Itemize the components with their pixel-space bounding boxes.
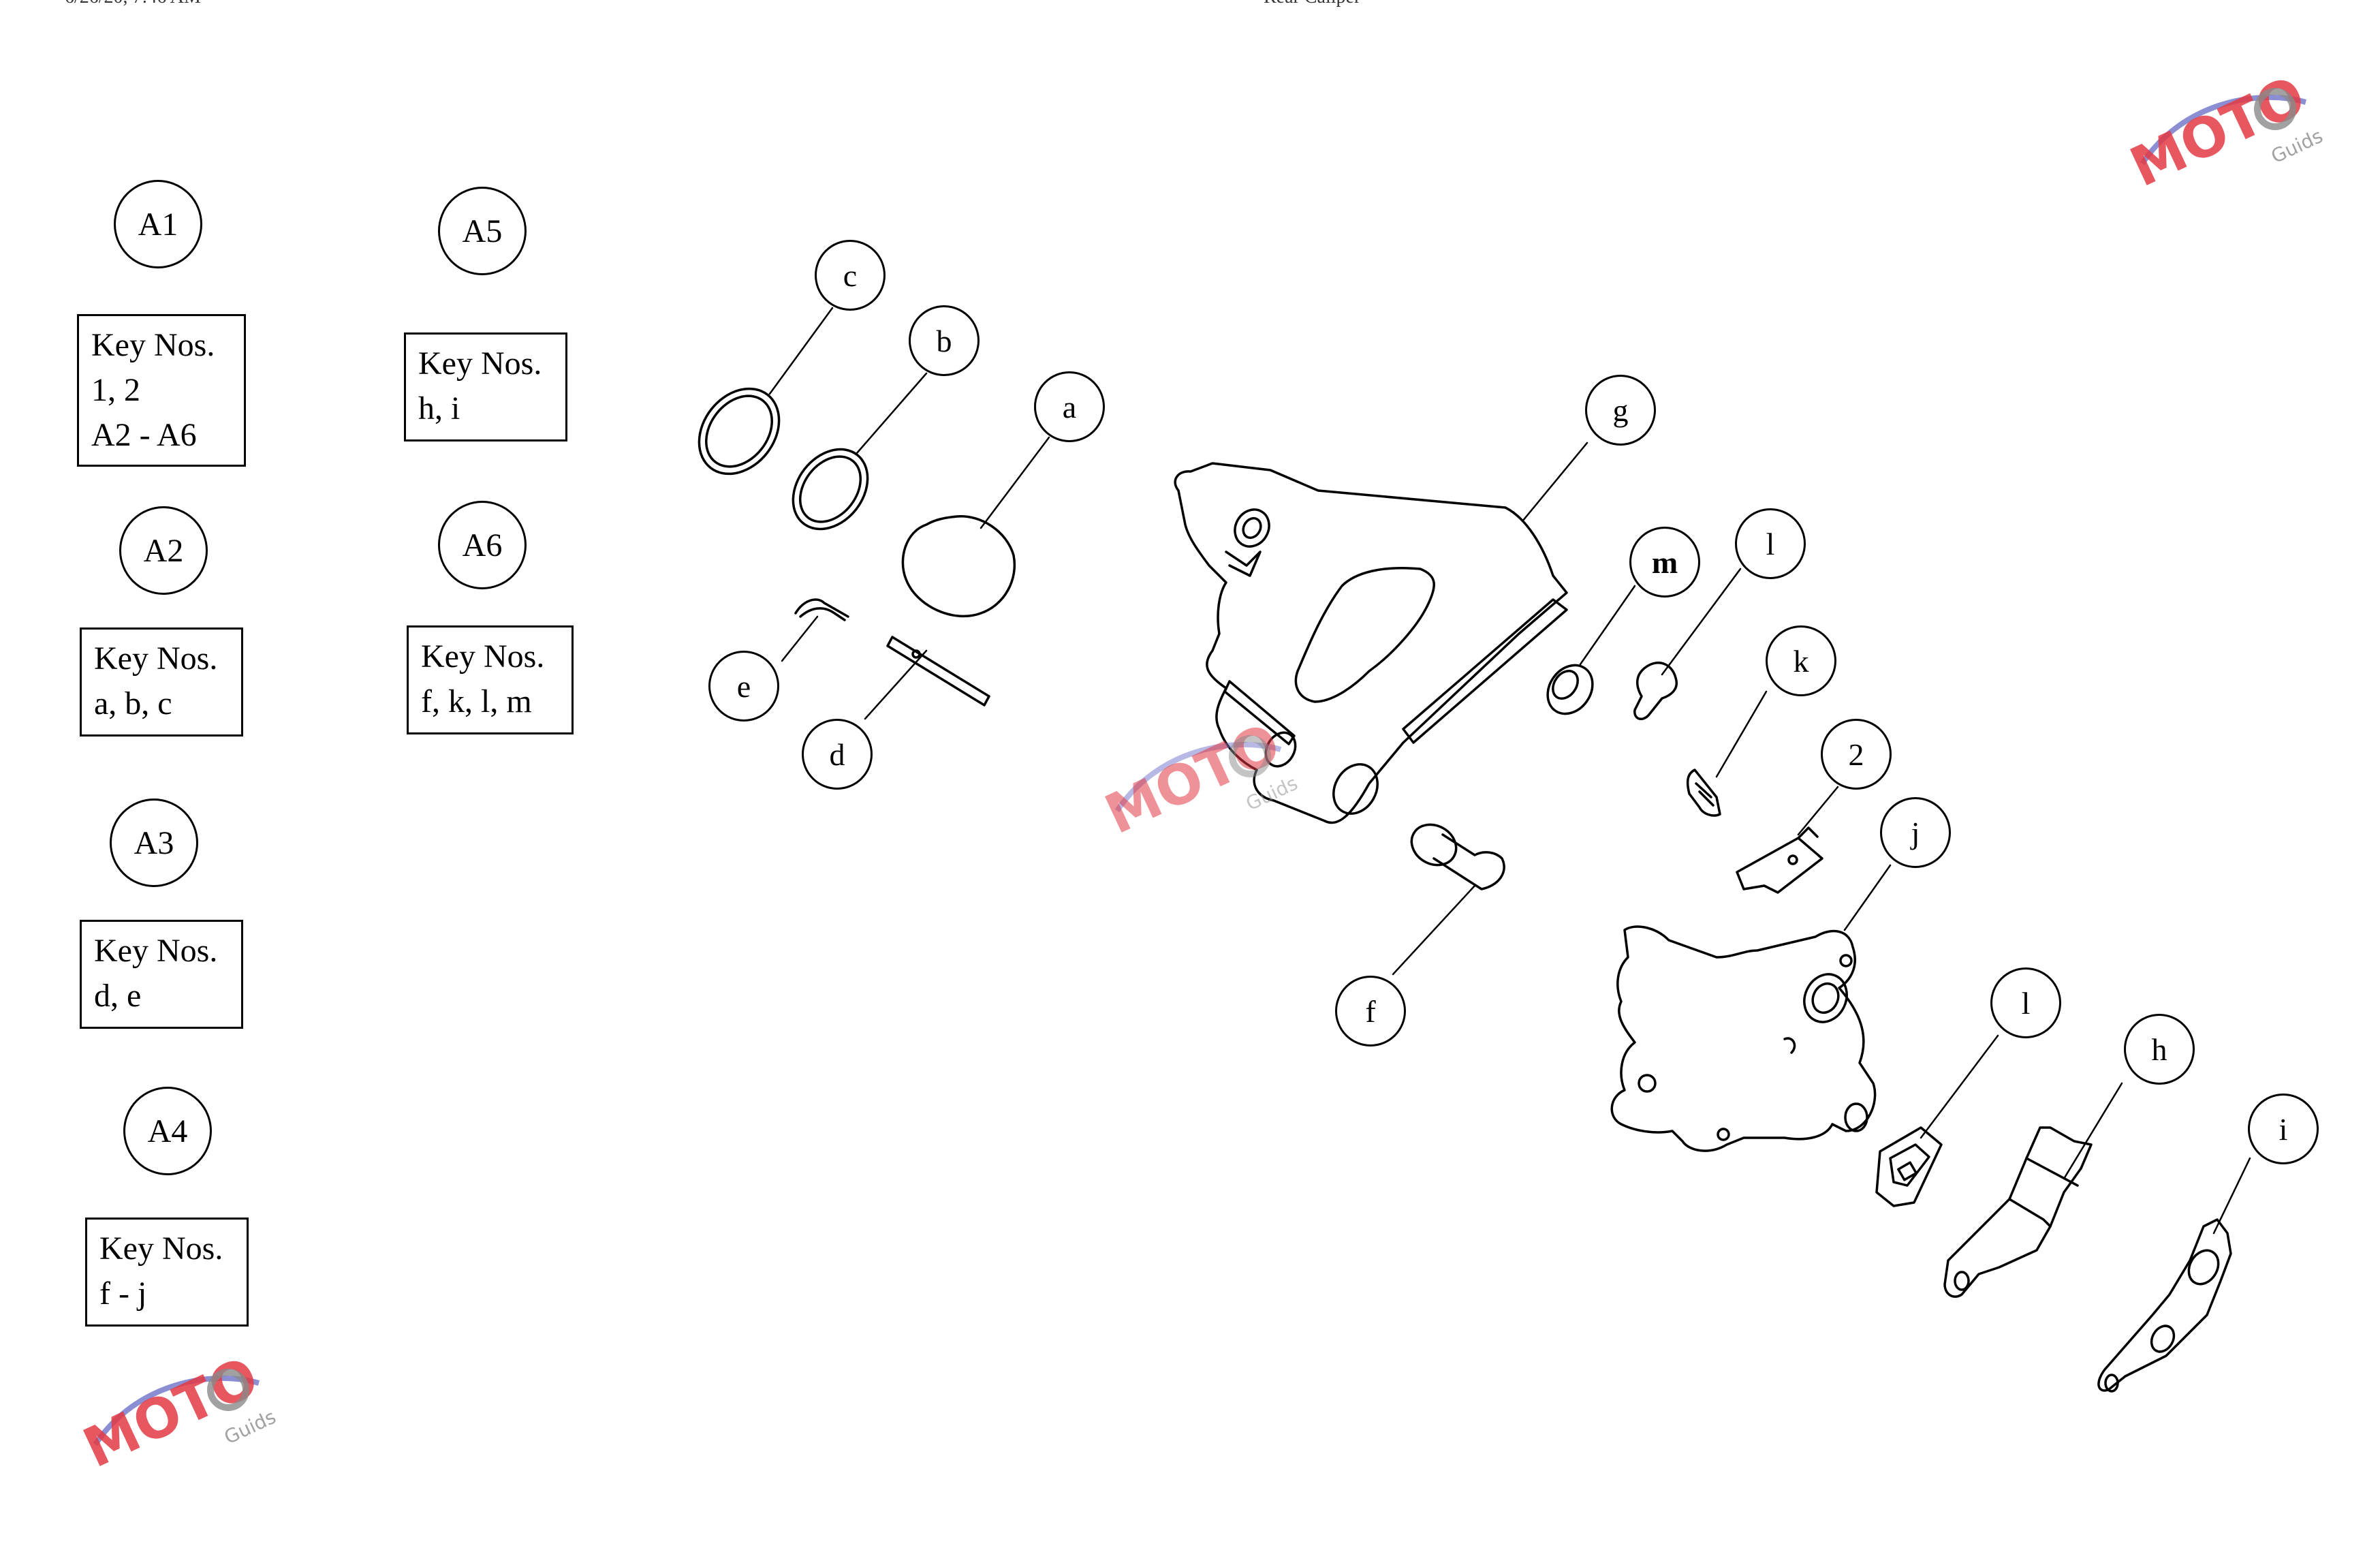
callout-a: a <box>1034 371 1105 442</box>
part-g-bracket <box>1174 462 1568 824</box>
assembly-a3-keys: Key Nos. d, e <box>80 920 243 1029</box>
callout-l-top: l <box>1735 508 1806 579</box>
callout-f: f <box>1335 976 1406 1047</box>
part-a-piston <box>901 515 1016 618</box>
part-j-housing <box>1610 925 1877 1152</box>
callout-j: j <box>1880 797 1951 868</box>
part-e-clip <box>794 598 849 621</box>
part-f-bolt <box>1410 823 1505 890</box>
key-line: Key Nos. <box>94 933 218 969</box>
key-line: Key Nos. <box>418 345 542 382</box>
callout-l-bottom: l <box>1990 967 2061 1038</box>
key-line: Key Nos. <box>94 640 218 677</box>
part-i-plate <box>2097 1218 2232 1393</box>
key-line: h, i <box>418 390 460 427</box>
leader-lines <box>768 307 2251 1235</box>
key-line: a, b, c <box>94 685 172 722</box>
callout-b: b <box>909 305 980 376</box>
assembly-a2-keys: Key Nos. a, b, c <box>80 627 243 737</box>
part-2-spring <box>1736 826 1823 894</box>
key-line: A2 - A6 <box>91 417 197 453</box>
callout-2: 2 <box>1821 719 1892 790</box>
callout-g: g <box>1585 375 1656 446</box>
svg-text:MOTO: MOTO <box>2121 64 2315 199</box>
assembly-a4-keys: Key Nos. f - j <box>85 1218 249 1327</box>
callout-h: h <box>2124 1014 2195 1085</box>
assembly-a1-keys: Key Nos. 1, 2 A2 - A6 <box>77 314 246 467</box>
header-title: Rear Caliper <box>1264 0 1360 8</box>
part-c-seal <box>698 387 781 476</box>
callout-d: d <box>802 719 873 790</box>
callout-c: c <box>815 240 886 311</box>
svg-text:MOTO: MOTO <box>1096 711 1289 846</box>
watermark-logo-top-right: MOTO Guids <box>2121 64 2326 199</box>
key-line: Key Nos. <box>99 1230 223 1267</box>
watermark-logo-center: MOTO Guids <box>1096 711 1301 846</box>
key-line: d, e <box>94 978 142 1014</box>
key-line: Key Nos. <box>91 327 215 363</box>
callout-m: m <box>1629 527 1700 598</box>
assembly-a5-keys: Key Nos. h, i <box>404 332 567 441</box>
key-line: f - j <box>99 1275 147 1312</box>
part-d-pin <box>886 636 990 707</box>
assembly-a2-circle: A2 <box>119 506 208 595</box>
assembly-a6-circle: A6 <box>438 501 527 589</box>
header-timestamp: 6/26/20, 7:46 AM <box>65 0 201 8</box>
assembly-a6-keys: Key Nos. f, k, l, m <box>407 625 574 734</box>
assembly-a1-circle: A1 <box>114 180 202 268</box>
part-l-cap <box>1633 662 1678 721</box>
callout-i: i <box>2248 1094 2319 1164</box>
part-k-bleed-valve <box>1686 769 1721 817</box>
key-line: 1, 2 <box>91 372 140 408</box>
assembly-a5-circle: A5 <box>438 187 527 275</box>
part-h-pad <box>1943 1126 2093 1298</box>
part-b-seal <box>792 448 869 531</box>
svg-text:MOTO: MOTO <box>74 1345 268 1480</box>
part-m-boot <box>1546 664 1594 715</box>
part-l-shim <box>1875 1126 1943 1207</box>
assembly-a4-circle: A4 <box>123 1087 212 1175</box>
assembly-a3-circle: A3 <box>110 799 198 887</box>
callout-k: k <box>1766 625 1836 696</box>
key-line: Key Nos. <box>421 638 545 675</box>
key-line: f, k, l, m <box>421 683 532 719</box>
callout-e: e <box>708 651 779 722</box>
watermark-logo-bottom-left: MOTO Guids <box>74 1345 279 1480</box>
